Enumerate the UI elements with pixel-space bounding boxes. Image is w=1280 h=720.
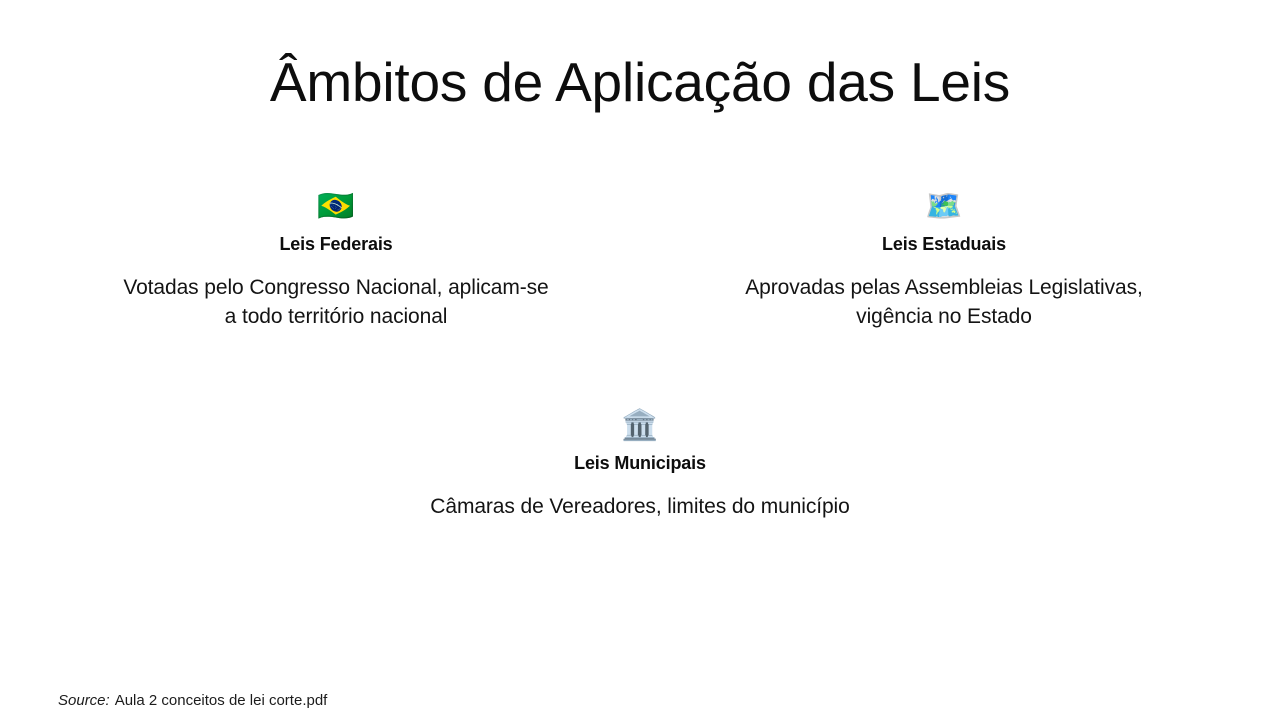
card-title-leis-estaduais: Leis Estaduais — [882, 234, 1006, 254]
card-title-leis-federais: Leis Federais — [279, 234, 393, 254]
card-description-leis-municipais: Câmaras de Vereadores, limites do municí… — [430, 495, 850, 518]
card-title-leis-municipais: Leis Municipais — [574, 453, 706, 473]
world-map-icon: 🗺️ — [925, 189, 963, 224]
law-scope-card-grid: 🇧🇷 Leis Federais Votadas pelo Congresso … — [60, 190, 1220, 521]
card-description-leis-federais: Votadas pelo Congresso Nacional, aplicam… — [123, 276, 549, 328]
card-leis-municipais: 🏛️ Leis Municipais Câmaras de Vereadores… — [60, 409, 1220, 521]
brazil-flag-icon: 🇧🇷 — [317, 189, 355, 224]
classical-building-icon: 🏛️ — [621, 408, 659, 443]
source-attribution: Source:Aula 2 conceitos de lei corte.pdf — [58, 691, 327, 711]
source-filename: Aula 2 conceitos de lei corte.pdf — [114, 692, 328, 709]
page-title: Âmbitos de Aplicação das Leis — [269, 51, 1011, 113]
card-leis-estaduais: 🗺️ Leis Estaduais Aprovadas pelas Assemb… — [668, 190, 1220, 331]
card-leis-federais: 🇧🇷 Leis Federais Votadas pelo Congresso … — [60, 190, 612, 331]
source-label: Source: — [58, 692, 110, 709]
card-description-leis-estaduais: Aprovadas pelas Assembleias Legislativas… — [745, 276, 1143, 328]
